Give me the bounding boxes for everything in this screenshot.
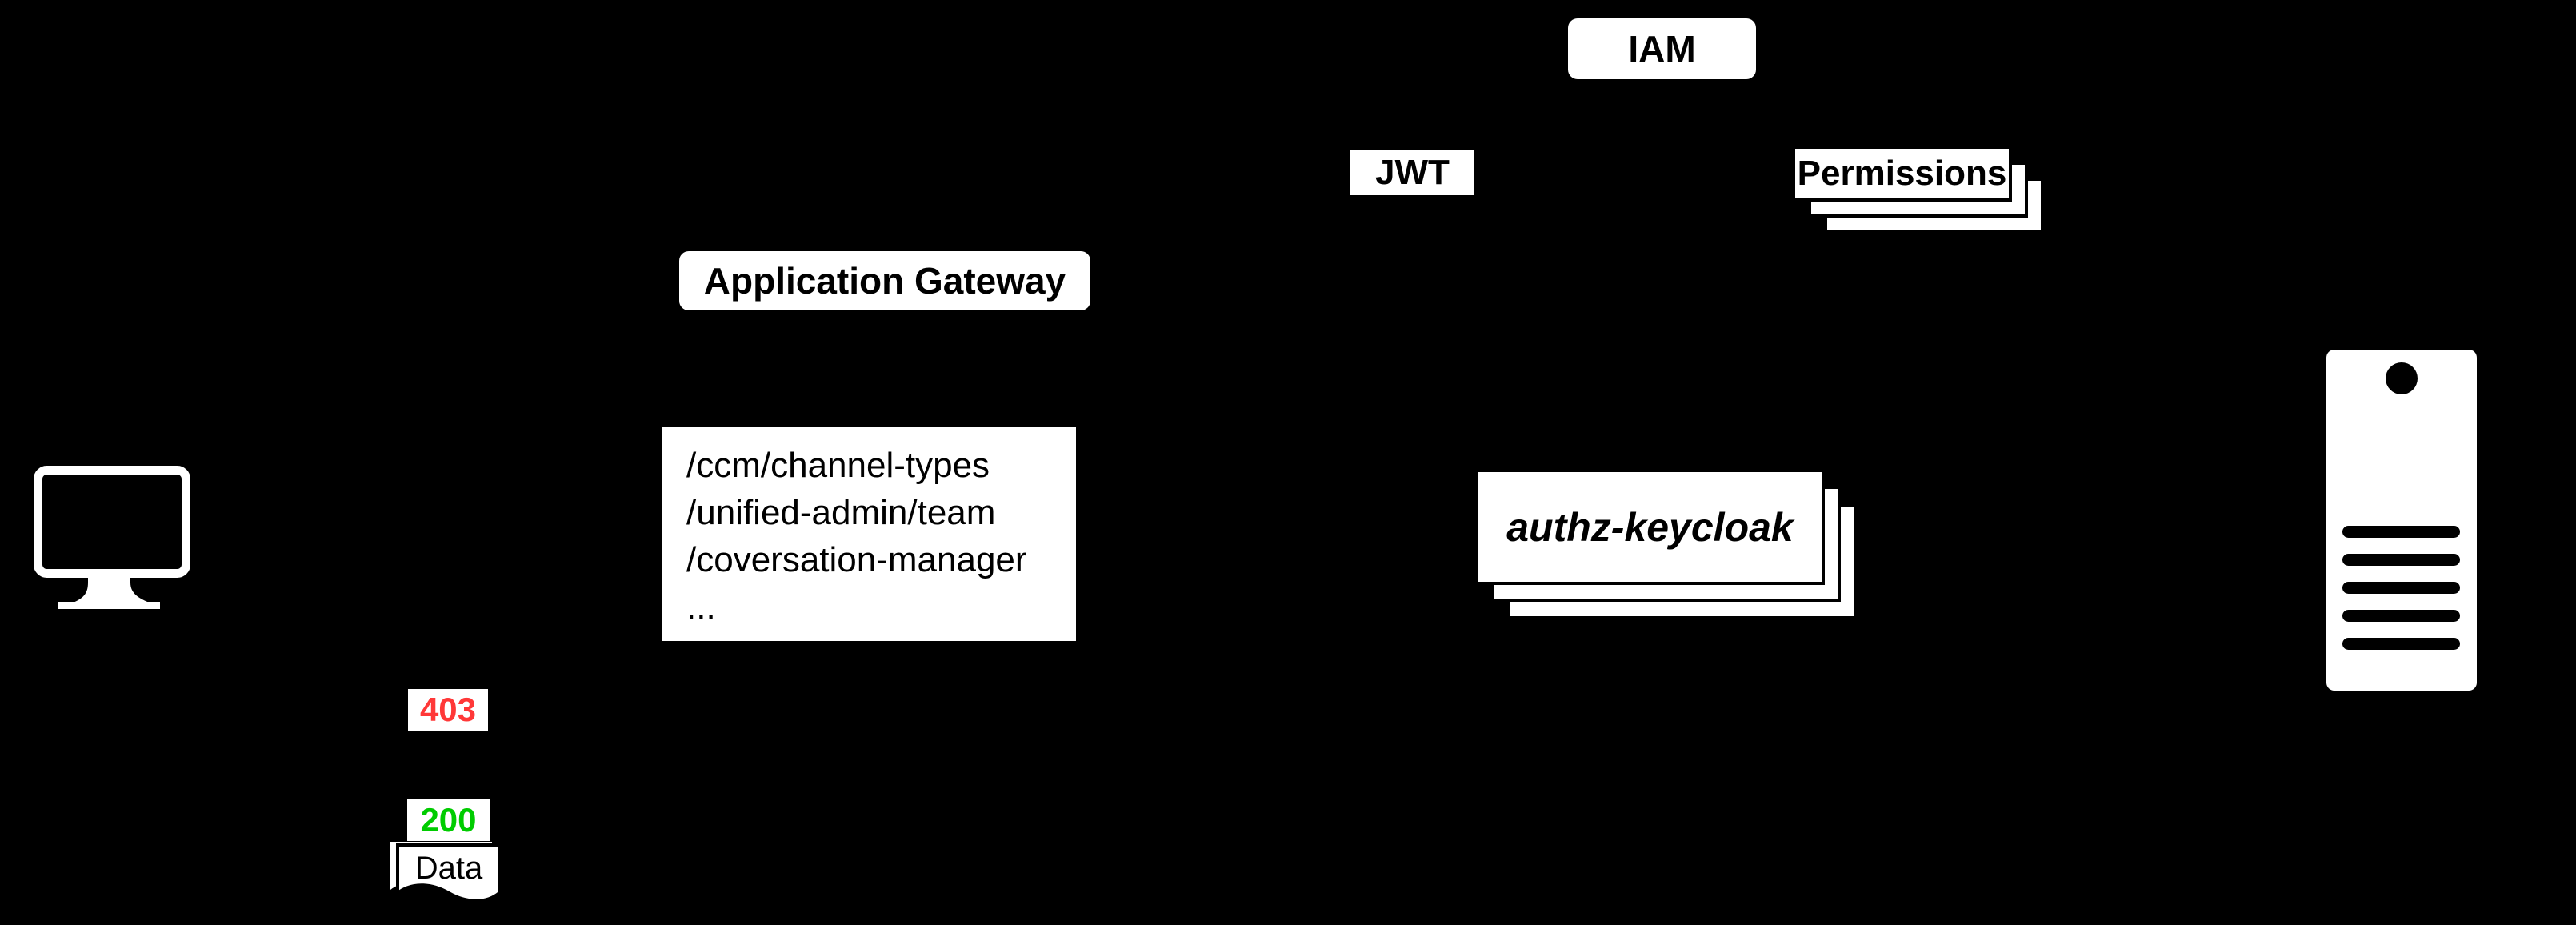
server-vent-slot bbox=[2342, 554, 2460, 566]
monitor-icon bbox=[34, 466, 190, 609]
server-power-button bbox=[2386, 362, 2418, 394]
jwt-label: JWT bbox=[1375, 152, 1450, 192]
server-vent-slot bbox=[2342, 582, 2460, 594]
status-200-badge: 200 bbox=[407, 799, 490, 841]
route-line-ellipsis: ... bbox=[686, 587, 716, 627]
server-vent-slot bbox=[2342, 638, 2460, 650]
monitor-screen-frame bbox=[34, 466, 190, 578]
route-line: /unified-admin/team bbox=[686, 493, 996, 532]
status-403-badge: 403 bbox=[408, 689, 488, 731]
authz-keycloak-label: authz-keycloak bbox=[1506, 504, 1794, 550]
server-icon bbox=[2326, 350, 2477, 691]
route-line: /coversation-manager bbox=[686, 540, 1027, 579]
monitor-base bbox=[58, 602, 160, 609]
server-tower-body bbox=[2326, 350, 2477, 691]
application-gateway-label: Application Gateway bbox=[703, 260, 1066, 302]
data-document-icon bbox=[390, 842, 501, 903]
authz-card-front: authz-keycloak bbox=[1475, 469, 1825, 585]
jwt-node: JWT bbox=[1350, 150, 1474, 195]
monitor-stand bbox=[71, 571, 151, 603]
server-vent-slot bbox=[2342, 526, 2460, 538]
iam-node: IAM bbox=[1568, 18, 1756, 79]
routes-box: /ccm/channel-types /unified-admin/team /… bbox=[662, 427, 1076, 641]
authz-keycloak-stack: authz-keycloak bbox=[1475, 469, 1859, 621]
route-line: /ccm/channel-types bbox=[686, 446, 990, 485]
iam-label: IAM bbox=[1628, 28, 1696, 70]
application-gateway-node: Application Gateway bbox=[679, 251, 1090, 310]
data-document-label: Data bbox=[414, 850, 483, 886]
server-vent-slot bbox=[2342, 610, 2460, 622]
data-document-front-sheet bbox=[396, 843, 501, 903]
permissions-card-front: Permissions bbox=[1792, 146, 2012, 202]
permissions-label: Permissions bbox=[1797, 154, 2007, 193]
status-200-code: 200 bbox=[420, 800, 477, 839]
permissions-stack: Permissions bbox=[1792, 146, 2048, 238]
status-403-code: 403 bbox=[419, 691, 477, 728]
